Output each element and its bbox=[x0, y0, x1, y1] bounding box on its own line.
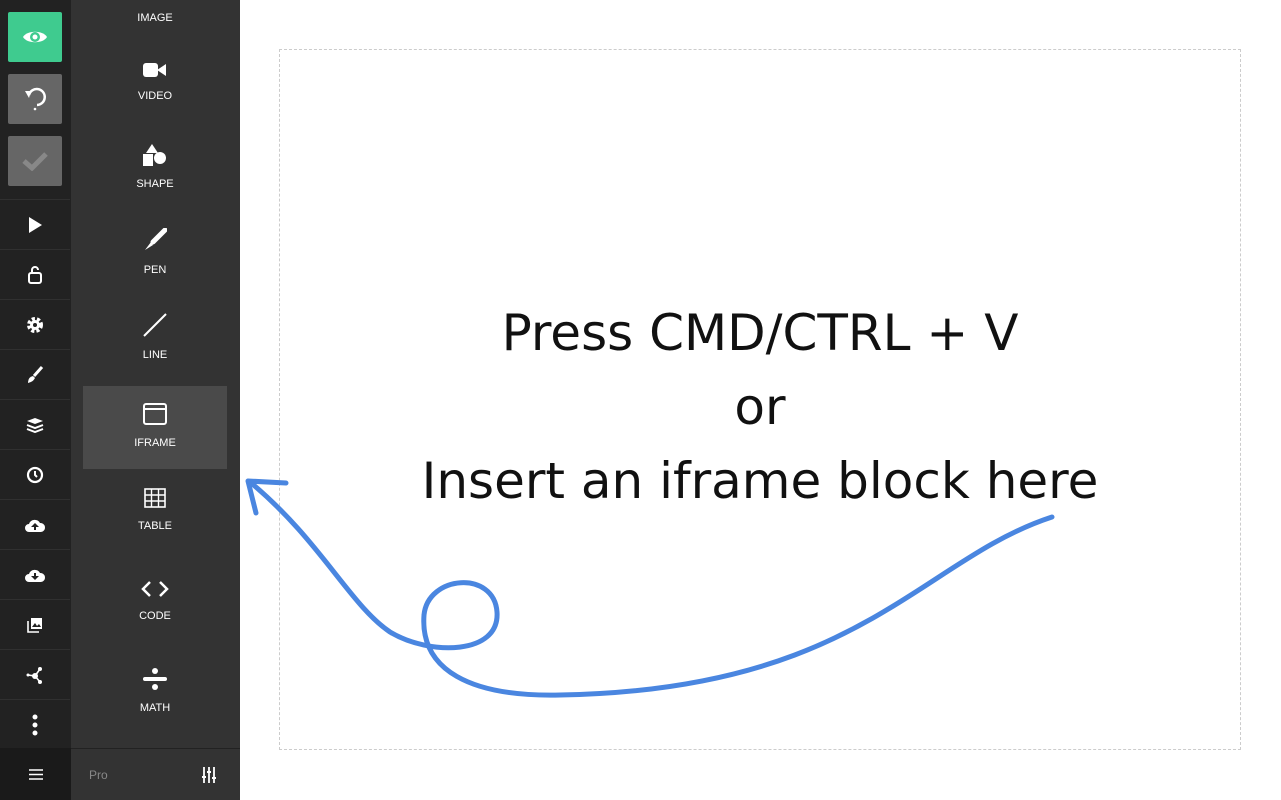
tool-shape[interactable]: SHAPE bbox=[83, 144, 227, 190]
undo-icon bbox=[25, 87, 46, 111]
save-button[interactable] bbox=[8, 136, 62, 186]
hamburger-icon bbox=[28, 768, 43, 780]
slide-canvas[interactable] bbox=[279, 49, 1241, 750]
media-library-button[interactable] bbox=[0, 599, 70, 649]
left-rail bbox=[0, 0, 71, 800]
instruction-line-1: Press CMD/CTRL + V bbox=[501, 304, 1019, 362]
tool-code[interactable]: CODE bbox=[83, 580, 227, 622]
check-icon bbox=[22, 152, 48, 171]
paste-instructions: Press CMD/CTRL + V or Insert an iframe b… bbox=[279, 296, 1241, 518]
tool-table[interactable]: TABLE bbox=[83, 488, 227, 532]
tool-label: CODE bbox=[139, 610, 171, 622]
tool-pen[interactable]: PEN bbox=[83, 228, 227, 276]
present-button[interactable] bbox=[0, 199, 70, 249]
main-menu-button[interactable] bbox=[0, 748, 71, 800]
video-icon bbox=[143, 63, 166, 77]
cloud-download-icon bbox=[25, 569, 46, 582]
eye-icon bbox=[23, 31, 47, 43]
tool-label: PEN bbox=[143, 264, 167, 276]
line-icon bbox=[143, 313, 167, 337]
style-button[interactable] bbox=[0, 349, 70, 399]
layers-button[interactable] bbox=[0, 399, 70, 449]
clock-icon bbox=[26, 466, 44, 483]
panel-footer: Pro bbox=[71, 748, 240, 800]
code-icon bbox=[141, 581, 169, 597]
gear-icon bbox=[27, 316, 43, 333]
pen-icon bbox=[145, 228, 167, 250]
iframe-icon bbox=[143, 403, 167, 425]
tool-label: MATH bbox=[139, 702, 171, 714]
history-button[interactable] bbox=[0, 449, 70, 499]
tool-label: TABLE bbox=[137, 520, 173, 532]
layers-icon bbox=[26, 417, 44, 433]
share-icon bbox=[26, 666, 42, 684]
instruction-line-3: Insert an iframe block here bbox=[421, 452, 1099, 510]
lock-button[interactable] bbox=[0, 249, 70, 299]
tool-line[interactable]: LINE bbox=[83, 313, 227, 361]
tool-image[interactable]: IMAGE bbox=[83, 12, 227, 24]
tool-label: IMAGE bbox=[137, 12, 173, 24]
divide-icon bbox=[143, 668, 167, 690]
tool-panel: IMAGE VIDEO SHAPE PEN LINE IFRAME TABLE … bbox=[71, 0, 240, 800]
brush-icon bbox=[28, 365, 44, 383]
pro-label[interactable]: Pro bbox=[89, 768, 108, 782]
play-icon bbox=[29, 216, 42, 233]
sliders-icon[interactable] bbox=[201, 767, 217, 783]
more-icon bbox=[32, 714, 38, 735]
tool-label: SHAPE bbox=[136, 178, 174, 190]
settings-button[interactable] bbox=[0, 299, 70, 349]
preview-button[interactable] bbox=[8, 12, 62, 62]
shape-icon bbox=[143, 144, 166, 166]
tool-label: IFRAME bbox=[134, 437, 176, 449]
export-button[interactable] bbox=[0, 549, 70, 599]
tool-math[interactable]: MATH bbox=[83, 668, 227, 714]
tool-label: LINE bbox=[142, 349, 168, 361]
tool-iframe[interactable]: IFRAME bbox=[83, 386, 227, 469]
curly-arrow-icon bbox=[247, 479, 1055, 698]
tool-video[interactable]: VIDEO bbox=[83, 62, 227, 102]
import-button[interactable] bbox=[0, 499, 70, 549]
images-icon bbox=[27, 617, 42, 633]
lock-icon bbox=[28, 265, 42, 284]
table-icon bbox=[144, 488, 166, 508]
undo-button[interactable] bbox=[8, 74, 62, 124]
cloud-upload-icon bbox=[25, 519, 46, 532]
instruction-line-2: or bbox=[734, 378, 786, 436]
more-button[interactable] bbox=[0, 699, 70, 749]
tool-label: VIDEO bbox=[137, 90, 173, 102]
share-button[interactable] bbox=[0, 649, 70, 699]
